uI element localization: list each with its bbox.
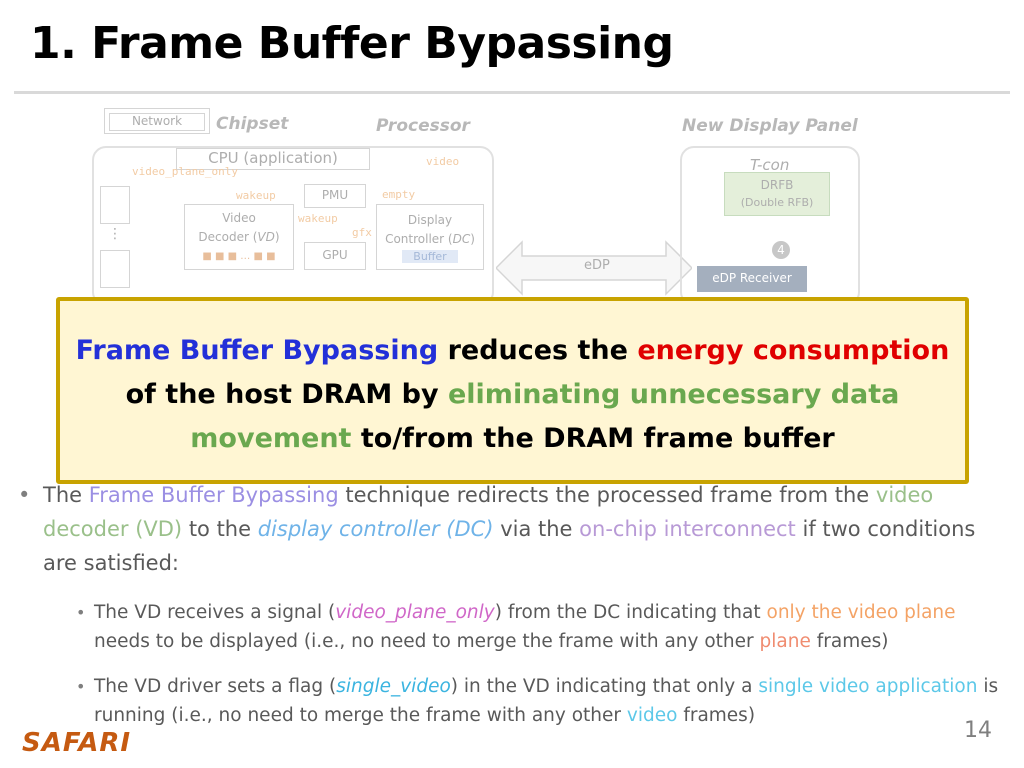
bullet-main: The Frame Buffer Bypassing technique red… (18, 478, 1008, 580)
wakeup-label-top: wakeup (236, 189, 276, 202)
slide-title: 1. Frame Buffer Bypassing (30, 18, 674, 69)
gpu-box: GPU (304, 242, 366, 270)
dc-label-line1: Display (407, 213, 453, 227)
dc-label-line2: Controller (DC) (385, 232, 475, 246)
title-divider (14, 91, 1010, 94)
dc-buffer: Buffer (402, 250, 458, 263)
safari-logo: SAFARI (22, 728, 132, 758)
chipset-header: Chipset (216, 114, 289, 134)
empty-label: empty (382, 188, 416, 201)
gfx-label: gfx (352, 226, 372, 239)
drfb-box: DRFB (Double RFB) (724, 172, 830, 216)
key-takeaway-callout: Frame Buffer Bypassing reduces the energ… (56, 297, 969, 484)
wakeup-label-side: wakeup (298, 212, 338, 225)
callout-host-dram: of the host DRAM by (125, 379, 439, 410)
callout-energy: energy consumption (637, 335, 950, 366)
architecture-diagram: Network Chipset Processor New Display Pa… (0, 100, 1024, 306)
bullet-condition-2: The VD driver sets a flag (single_video)… (76, 672, 1008, 730)
edp-link-arrow (496, 240, 692, 296)
step-4-badge: 4 (772, 241, 790, 259)
vd-label-line1: Video (222, 211, 256, 225)
tcon-label: T-con (750, 156, 790, 174)
vd-buffer-slots: ■ ■ ■ … ■ ■ (202, 251, 276, 262)
display-panel-header: New Display Panel (682, 116, 858, 136)
pmu-box: PMU (304, 184, 366, 208)
video-decoder-box: Video Decoder (VD) ■ ■ ■ … ■ ■ (184, 204, 294, 270)
edp-receiver-box: eDP Receiver (697, 266, 807, 292)
video-signal-label: video (426, 155, 460, 168)
dram-ellipsis: ⋮ (108, 226, 122, 242)
page-number: 14 (964, 718, 992, 743)
callout-frame-buffer: to/from the DRAM frame buffer (360, 423, 835, 454)
drfb-sublabel: (Double RFB) (740, 196, 814, 209)
vd-label-line2: Decoder (VD) (198, 230, 280, 244)
edp-label: eDP (584, 258, 610, 273)
cpu-box: CPU (application) (176, 148, 370, 170)
video-plane-only-label: video_plane_only (132, 165, 238, 178)
callout-eliminating: eliminating unnecessary data movement (190, 379, 900, 454)
bullet-condition-1: The VD receives a signal (video_plane_on… (76, 598, 1008, 656)
processor-header: Processor (376, 116, 470, 136)
bullet-list: The Frame Buffer Bypassing technique red… (18, 478, 1008, 730)
dram-slot-bottom (100, 250, 130, 288)
network-box: Network (104, 108, 210, 134)
dram-slot-top (100, 186, 130, 224)
drfb-label: DRFB (760, 178, 794, 192)
callout-verb: reduces the (447, 335, 628, 366)
network-label: Network (109, 113, 205, 131)
callout-technique: Frame Buffer Bypassing (75, 335, 439, 366)
display-controller-box: Display Controller (DC) Buffer (376, 204, 484, 270)
